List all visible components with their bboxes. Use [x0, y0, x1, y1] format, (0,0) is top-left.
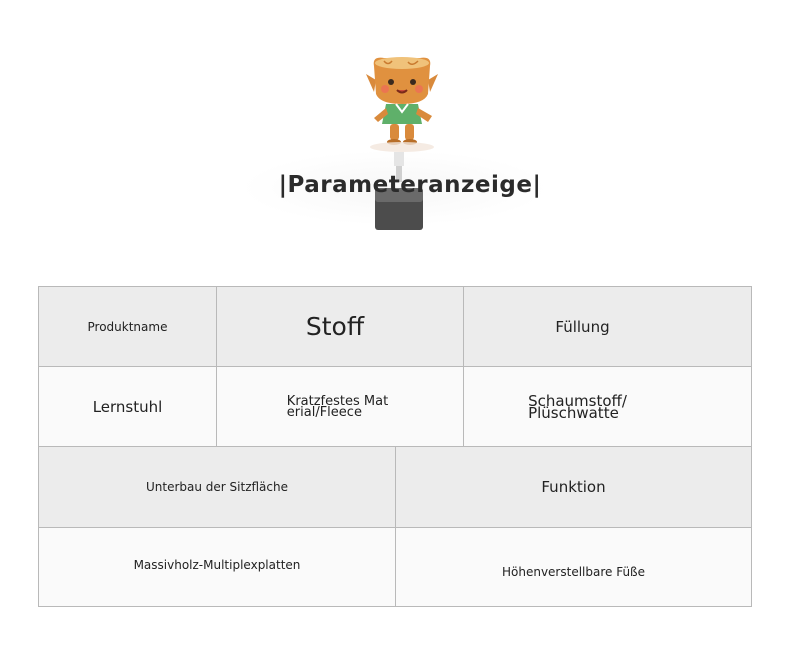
cell-material-value: Kratzfestes Mat erial/Fleece — [217, 367, 464, 446]
cell-text: Schaumstoff/ Plüschwatte — [528, 391, 627, 422]
cell-material-label: Stoff — [217, 287, 464, 366]
table-row: Lernstuhl Kratzfestes Mat erial/Fleece S… — [39, 367, 751, 447]
cell-product-name-value: Lernstuhl — [39, 367, 217, 446]
cell-base-label: Unterbau der Sitzfläche — [39, 447, 396, 527]
cell-text: Produktname — [87, 319, 168, 334]
title-bar-left: | — [278, 172, 288, 198]
cell-function-value: Höhenverstellbare Füße — [396, 528, 751, 606]
cell-text: Stoff — [305, 312, 365, 341]
cell-filling-label: Füllung — [464, 287, 751, 366]
table-row: Massivholz-Multiplexplatten Höhenverstel… — [39, 528, 751, 606]
parameter-table: Produktname Stoff Füllung Lernstuhl Krat… — [38, 286, 752, 607]
cell-text: Unterbau der Sitzfläche — [145, 480, 288, 494]
table-row: Produktname Stoff Füllung — [39, 287, 751, 367]
cell-function-label: Funktion — [396, 447, 751, 527]
title-text: Parameteranzeige — [287, 172, 533, 198]
title-bar-right: | — [532, 172, 542, 198]
cell-text: Funktion — [541, 478, 606, 496]
cell-filling-value: Schaumstoff/ Plüschwatte — [464, 367, 751, 446]
page-title: |Parameteranzeige| — [0, 172, 790, 198]
cell-base-value: Massivholz-Multiplexplatten — [39, 528, 396, 606]
cell-text: Massivholz-Multiplexplatten — [133, 558, 301, 572]
cell-text: Lernstuhl — [92, 397, 163, 416]
cell-text: Füllung — [555, 317, 610, 336]
cell-product-name-label: Produktname — [39, 287, 217, 366]
table-row: Unterbau der Sitzfläche Funktion — [39, 447, 751, 528]
stand-icon — [375, 152, 423, 230]
cell-text: Kratzfestes Mat erial/Fleece — [286, 393, 389, 420]
mascot-icon — [366, 57, 438, 152]
cell-text: Höhenverstellbare Füße — [501, 565, 645, 579]
